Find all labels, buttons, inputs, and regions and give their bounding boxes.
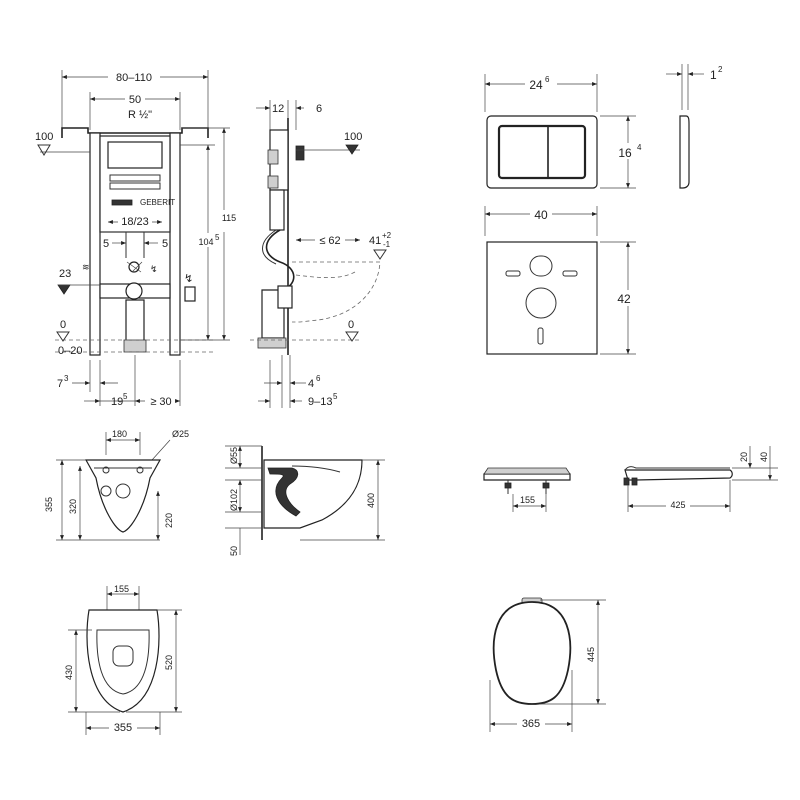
dim-430: 430	[64, 665, 74, 680]
dim-400: 400	[366, 493, 376, 508]
dim-20: 20	[739, 452, 749, 462]
dim-104-sup: 5	[215, 233, 220, 242]
dim-24: 24	[529, 78, 543, 92]
bowl-top-view: 155 430 520 355	[64, 584, 182, 735]
bowl-front-view: 180 Ø25 355 320 220	[44, 429, 189, 541]
dim-r-half-inch: R ½"	[128, 109, 152, 121]
dim-50: 50	[129, 94, 141, 106]
dim-19-sup: 5	[123, 392, 128, 401]
dim-365: 365	[522, 718, 540, 730]
dim-5-right: 5	[162, 238, 168, 250]
dim-50-side: 50	[229, 546, 239, 556]
dim-12: 12	[272, 103, 284, 115]
dim-1-sup: 2	[718, 65, 723, 74]
dim-355-front: 355	[44, 497, 54, 512]
dim-d102: Ø102	[229, 489, 239, 511]
frame-front-view: 80–110 50 R ½" GEBERIT 18/23 5 5	[35, 70, 236, 408]
dim-d55: Ø55	[229, 447, 239, 464]
seat-side-view: 425 20 40	[623, 446, 778, 512]
dim-d25: Ø25	[172, 429, 189, 439]
water-symbol-icon: ≋	[82, 262, 90, 272]
electric-symbol-icon: ↯	[150, 264, 158, 274]
level-23: 23	[59, 268, 71, 280]
dim-4-sup: 6	[316, 374, 321, 383]
dim-220: 220	[164, 513, 174, 528]
level-0-20: 0–20	[58, 345, 82, 357]
dim-445: 445	[586, 647, 596, 662]
dim-180: 180	[112, 429, 127, 439]
flush-plate-view: 24 6 16 4 1 2	[484, 64, 723, 189]
dim-104: 104	[198, 237, 213, 247]
level-100-left: 100	[35, 131, 53, 143]
dim-ge30: ≥ 30	[150, 396, 171, 408]
level-0-left: 0	[60, 319, 66, 331]
dim-4: 4	[308, 378, 314, 390]
dim-6: 6	[316, 103, 322, 115]
dim-425: 425	[670, 500, 685, 510]
dim-7: 7	[57, 378, 63, 390]
level-0-right: 0	[348, 319, 354, 331]
dim-5-left: 5	[103, 238, 109, 250]
dim-355-top: 355	[114, 722, 132, 734]
frame-side-view: 12 6 100 ≤ 62 41 +2 -1 0	[250, 100, 392, 408]
wall-panel-view: 40 42	[484, 206, 642, 355]
dim-520: 520	[164, 655, 174, 670]
level-100-right: 100	[344, 131, 362, 143]
dim-18-23: 18/23	[121, 216, 149, 228]
dim-41: 41	[369, 235, 381, 247]
seat-top-view: 445 365	[489, 597, 606, 732]
dim-16: 16	[618, 146, 632, 160]
dim-24-sup: 6	[545, 75, 550, 84]
dim-41-tol-minus: -1	[383, 240, 391, 249]
dim-320: 320	[68, 499, 78, 514]
dim-155-seat: 155	[520, 495, 535, 505]
dim-80-110: 80–110	[116, 72, 152, 84]
dim-9-13-sup: 5	[333, 392, 338, 401]
dim-40-seat: 40	[759, 452, 769, 462]
dim-40: 40	[534, 208, 548, 222]
dim-7-sup: 3	[64, 374, 69, 383]
seat-front-view: 155	[483, 467, 571, 512]
dim-16-sup: 4	[637, 143, 642, 152]
power-bolt-icon: ↯	[184, 273, 193, 285]
dim-42: 42	[617, 292, 631, 306]
dim-9-13: 9–13	[308, 396, 332, 408]
dim-19: 19	[111, 396, 123, 408]
dim-1: 1	[710, 68, 717, 82]
dim-le62: ≤ 62	[319, 235, 340, 247]
brand-label: GEBERIT	[140, 198, 175, 207]
dim-115: 115	[222, 213, 236, 223]
bowl-side-view: Ø55 Ø102 50 400	[225, 445, 385, 556]
dim-41-tol-plus: +2	[382, 231, 392, 240]
dim-155-top: 155	[114, 584, 129, 594]
